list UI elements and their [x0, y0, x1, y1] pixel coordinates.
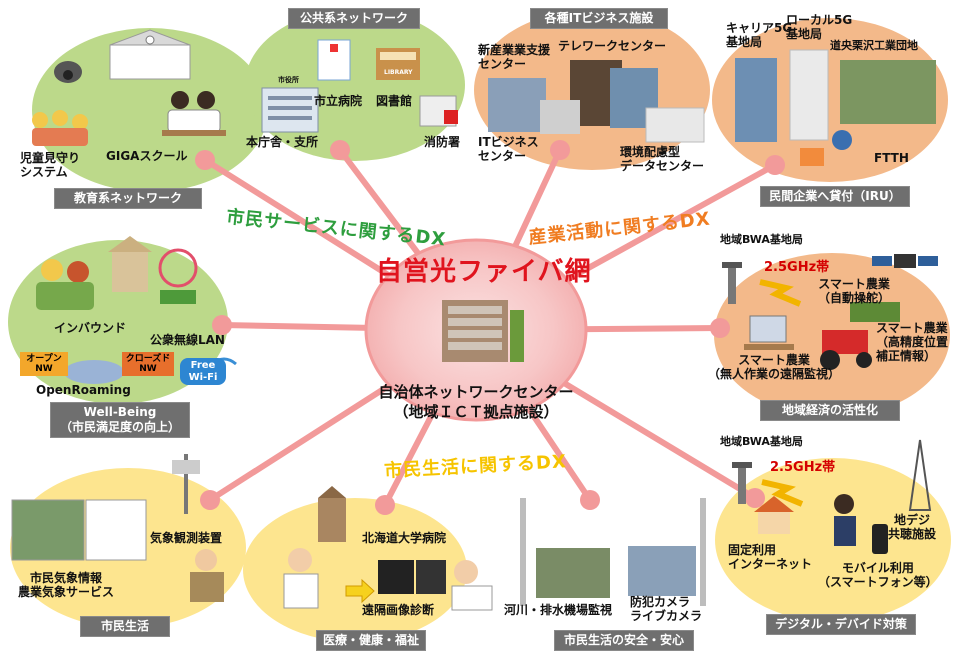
library-sign: LIBRARY — [384, 69, 413, 76]
lightning-icon — [759, 279, 802, 307]
citizen-life-footer: 市民生活 — [80, 616, 170, 637]
carrier-5g-photo — [735, 58, 777, 142]
farmer-icon — [190, 549, 224, 602]
wellbeing-footer: Well-Being （市民満足度の向上） — [50, 402, 190, 438]
eco-datacenter-label: 環境配慮型 データセンター — [620, 145, 705, 173]
center-title: 自営光ファイバ網 — [376, 257, 592, 287]
students-icon — [162, 91, 226, 136]
landmark-icon — [108, 236, 152, 292]
tv-tower-icon — [908, 439, 932, 511]
school-icon — [109, 29, 191, 80]
lightning-icon-2 — [761, 479, 804, 507]
smart-auto-label: スマート農業 （自動操舵） — [818, 277, 891, 305]
carrier-5g-label: キャリア5G 基地局 — [726, 21, 793, 49]
ftth-label: FTTH — [874, 151, 909, 165]
field-photo — [850, 302, 900, 322]
camera-pole-2 — [700, 498, 706, 606]
local-5g-photo — [789, 49, 829, 141]
smart-precise-label: スマート農業 （高精度位置 補正情報） — [876, 321, 949, 363]
center-facility-sub: （地域ＩＣＴ拠点施設） — [393, 403, 559, 421]
public-wifi-label: 公衆無線LAN — [150, 333, 225, 347]
live-camera-photo — [628, 546, 696, 596]
weather-info-label: 市民気象情報 農業気象サービス — [18, 571, 115, 599]
house-icon — [754, 496, 794, 534]
remote-monitor-icon — [744, 315, 794, 350]
regional-bwa-label: 地域BWA基地局 — [720, 233, 803, 246]
library-icon — [376, 48, 420, 80]
private-footer: 民間企業へ貸付（IRU） — [760, 186, 910, 207]
weather-map-screen-2 — [85, 499, 147, 561]
hospital-icon — [317, 39, 351, 81]
hospital-label: 市立病院 — [314, 94, 363, 108]
fixed-internet-label: 固定利用 インターネット — [728, 543, 813, 571]
businessman-icon — [834, 494, 856, 546]
river-photo — [536, 548, 610, 598]
hokudai-hospital-label: 北海道大学病院 — [362, 531, 447, 545]
inbound-label: インバウンド — [54, 321, 127, 335]
camera-pole-1 — [520, 498, 526, 606]
incubation-center-photo — [488, 78, 546, 132]
hokudai-building-icon — [318, 486, 346, 542]
remote-diagnosis-label: 遠隔画像診断 — [362, 603, 435, 617]
fire-station-icon — [419, 95, 458, 127]
smartphone-icon — [872, 524, 888, 554]
ftth-icon — [800, 130, 852, 166]
library-label: 図書館 — [376, 94, 413, 108]
fire-station-label: 消防署 — [424, 135, 461, 149]
security-camera-label: 防犯カメラ ライブカメラ — [630, 595, 703, 623]
xray-image-2 — [416, 560, 446, 594]
city-hall-icon — [261, 87, 319, 133]
arrow-icon — [345, 578, 375, 604]
weather-device-label: 気象観測装置 — [150, 531, 223, 545]
industrial-park-label: 道央栗沢工業団地 — [830, 39, 918, 52]
remote-doctor-icon — [451, 560, 493, 611]
satellite-icon — [872, 254, 938, 268]
safety-footer: 市民生活の安全・安心 — [554, 630, 694, 651]
data-center-photo — [645, 107, 705, 143]
river-monitoring-label: 河川・排水機場監視 — [504, 603, 613, 617]
bwa-tower-icon — [722, 262, 742, 304]
closed-nw-badge: クローズド NW — [122, 352, 174, 376]
it-business-center-label: ITビジネス センター — [478, 135, 539, 163]
smart-remote-label: スマート農業 （無人作業の遠隔監視） — [708, 353, 841, 381]
city-hall-label: 本庁舎・支所 — [246, 135, 319, 149]
weather-map-screen-1 — [11, 499, 85, 561]
center-facility-name: 自治体ネットワークセンター — [378, 383, 574, 401]
mobile-use-label: モバイル利用 （スマートフォン等） — [818, 561, 938, 589]
medical-footer: 医療・健康・福祉 — [316, 630, 426, 651]
divide-bwa-label: 地域BWA基地局 — [720, 435, 803, 448]
tv-relay-label: 地デジ 共聴施設 — [888, 513, 937, 541]
regional-footer: 地域経済の活性化 — [760, 400, 900, 421]
tourists-icon — [36, 259, 94, 310]
local-5g-label: ローカル5G 基地局 — [786, 13, 853, 41]
city-hall-sign: 市役所 — [278, 76, 299, 84]
divide-ghz-label: 2.5GHz帯 — [770, 460, 836, 475]
network-center-building-icon — [442, 300, 524, 362]
telework-center-label: テレワークセンター — [558, 39, 667, 53]
industrial-park-photo — [840, 60, 936, 124]
regional-ghz-label: 2.5GHz帯 — [764, 260, 830, 275]
openroaming-label: OpenRoaming — [36, 383, 131, 397]
weather-station-icon — [172, 454, 200, 514]
it-center-photo — [540, 100, 580, 134]
child-watch-label: 児童見守り システム — [20, 151, 81, 179]
incubation-center-label: 新産業業支援 センター — [478, 43, 551, 71]
free-wifi-badge: Free Wi-Fi — [180, 358, 226, 385]
cctv-camera-icon — [54, 61, 82, 83]
xray-image — [378, 560, 414, 594]
ferris-wheel-icon — [158, 248, 198, 304]
giga-school-label: GIGAスクール — [106, 149, 188, 163]
open-nw-badge: オープン NW — [20, 352, 68, 376]
it-business-header: 各種ITビジネス施設 — [530, 8, 668, 29]
bwa-tower-icon-2 — [732, 462, 752, 504]
tractor-icon — [820, 330, 872, 370]
children-icon — [32, 110, 88, 146]
roaming-ellipse-icon — [64, 360, 124, 384]
public-header: 公共系ネットワーク — [288, 8, 420, 29]
doctor-icon — [283, 548, 319, 609]
digital-divide-footer: デジタル・デバイド対策 — [766, 614, 916, 635]
education-footer: 教育系ネットワーク — [54, 188, 202, 209]
